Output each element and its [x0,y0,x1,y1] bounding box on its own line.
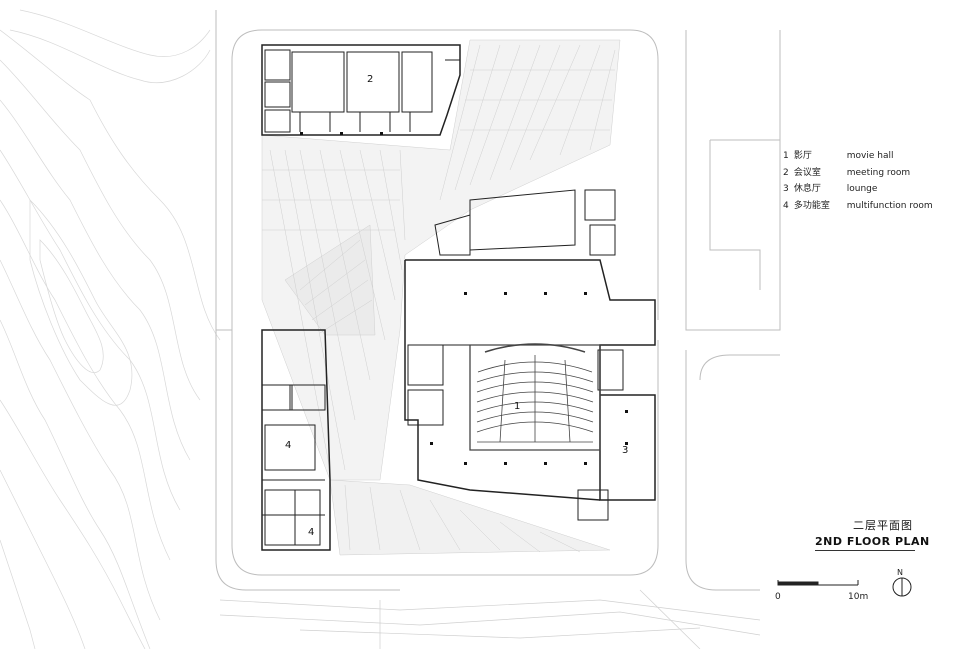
scale-bar [777,580,859,586]
ground-lines [219,589,761,649]
scale-end-label: 10m [848,592,869,602]
room-label-multifunction-1: 4 [285,440,292,451]
room-label-multifunction-2: 4 [308,527,315,538]
room-label-movie-hall: 1 [514,401,521,412]
scale-start-label: 0 [775,592,781,602]
legend-item: 2 会议室 meeting room [783,167,911,178]
legend: 1 影厅 movie hall 2 会议室 meeting room 3 休息厅… [783,148,933,214]
site-boundary [215,10,781,591]
columns [300,132,628,465]
plan-title-en: 2ND FLOOR PLAN [815,535,930,548]
contour-lines [0,9,221,649]
auditorium-seating [469,343,601,451]
legend-item: 3 休息厅 lounge [783,184,878,194]
plan-title-zh: 二层平面图 [853,519,913,532]
room-label-lounge: 3 [622,445,629,456]
legend-item: 4 多功能室 multifunction room [783,200,933,211]
north-arrow [892,577,912,597]
legend-item: 1 影厅 movie hall [783,151,894,161]
title-underline [815,550,915,551]
north-block-walls [261,44,461,136]
north-label: N [897,568,903,577]
west-block-walls [261,329,331,551]
room-label-meeting: 2 [367,74,374,85]
main-block-walls [404,189,656,521]
hatched-plaza [261,39,621,556]
